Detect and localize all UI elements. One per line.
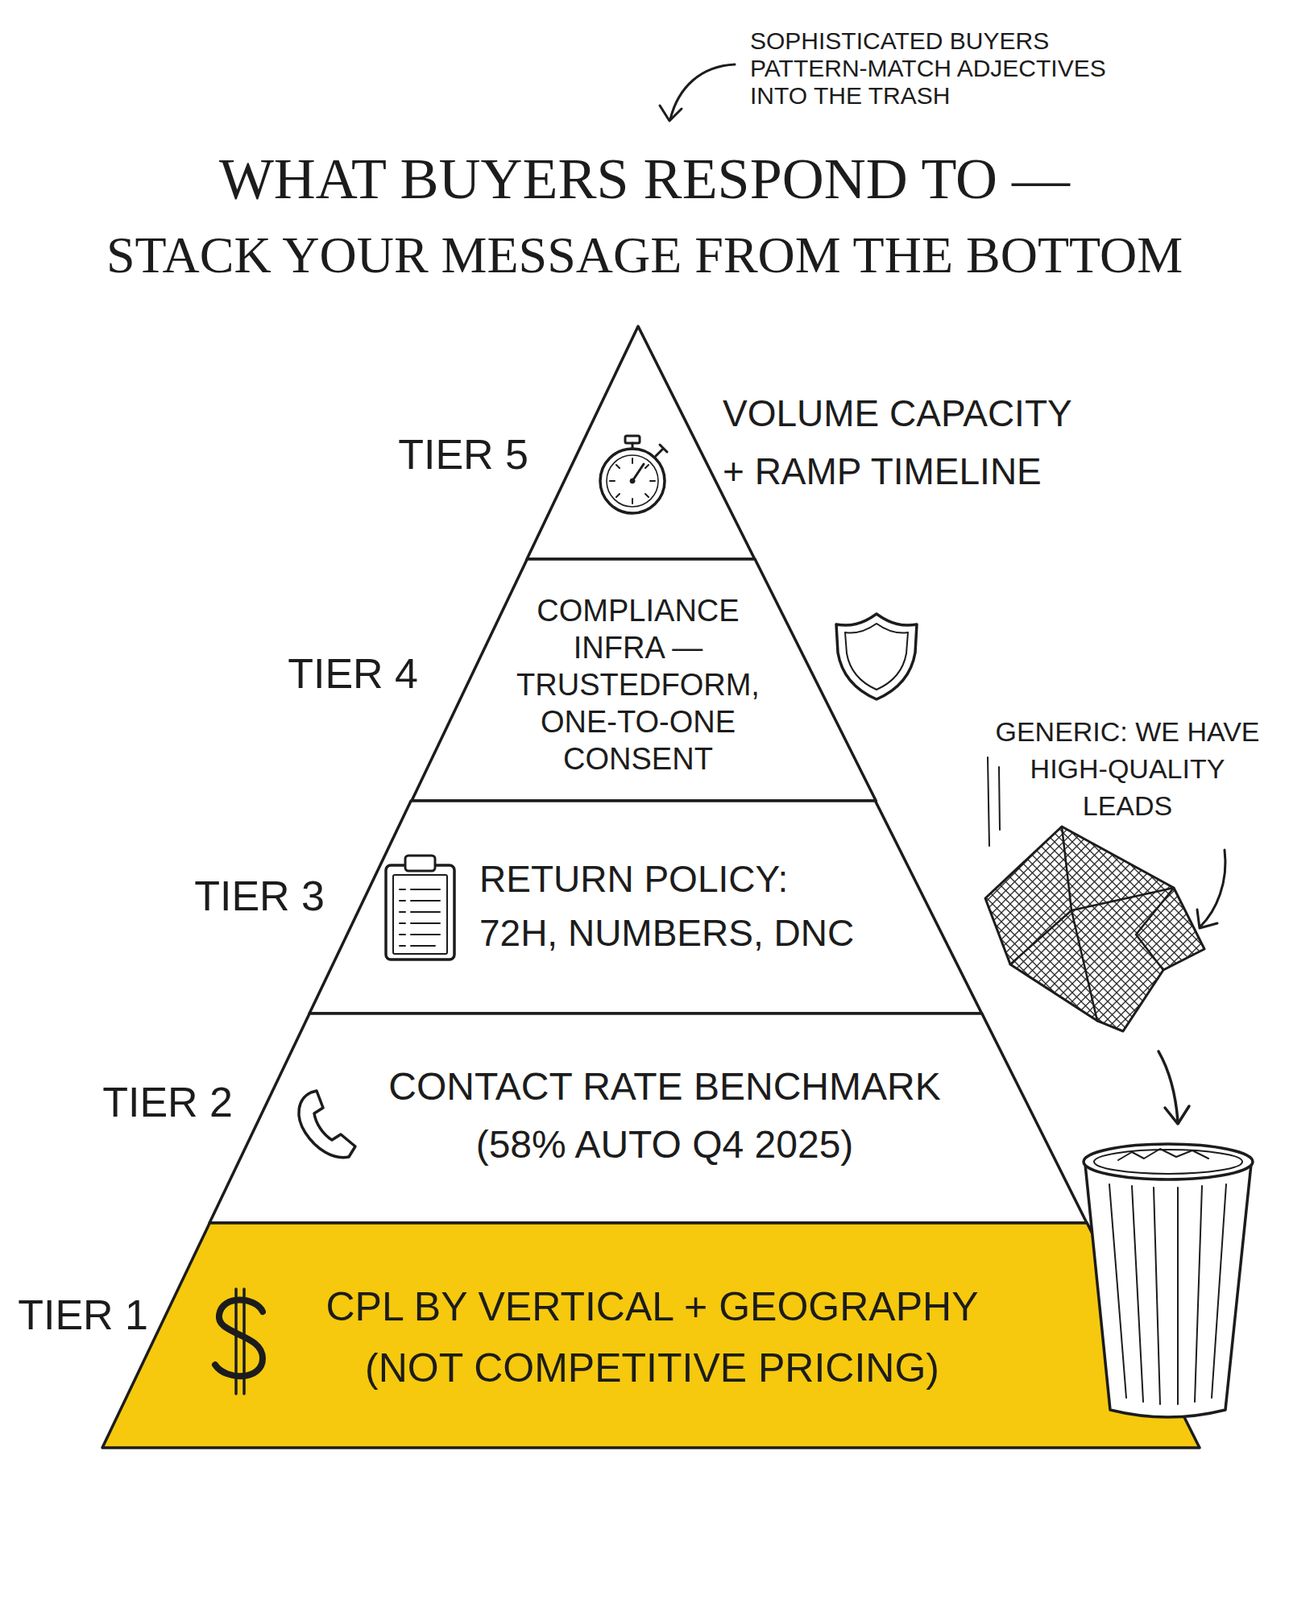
callout-note: GENERIC: WE HAVE HIGH-QUALITY LEADS: [987, 712, 1268, 825]
tier-description: CPL BY VERTICAL + GEOGRAPHY (NOT COMPETI…: [299, 1276, 1005, 1399]
note-arrow: [659, 64, 735, 121]
crumpled-paper: [985, 826, 1205, 1032]
band-shape: [411, 559, 876, 801]
tier-description: COMPLIANCE INFRA — TRUSTEDFORM, ONE-TO-O…: [503, 592, 773, 778]
diagram-title: WHAT BUYERS RESPOND TO —: [80, 145, 1209, 213]
tier-label: TIER 5: [319, 429, 529, 480]
band-outline: [526, 326, 755, 560]
annotation-note: SOPHISTICATED BUYERS PATTERN-MATCH ADJEC…: [750, 27, 1118, 110]
tier-label: TIER 4: [208, 648, 419, 699]
tier-description: RETURN POLICY: 72H, NUMBERS, DNC: [479, 852, 871, 961]
subtitle: STACK YOUR MESSAGE FROM THE BOTTOM: [48, 224, 1241, 286]
tier-band: TIER 3RETURN POLICY: 72H, NUMBERS, DNC: [309, 800, 983, 1014]
shield-icon: [836, 613, 917, 700]
band-shape: [102, 1222, 1200, 1448]
tier-description: VOLUME CAPACITY + RAMP TIMELINE: [722, 384, 1102, 501]
tier-band: TIER 4COMPLIANCE INFRA — TRUSTEDFORM, ON…: [411, 559, 876, 801]
band-outline: [309, 800, 983, 1014]
band-outline: [102, 1222, 1200, 1448]
band-shape: [309, 800, 983, 1014]
callout-arrow: [1197, 849, 1226, 929]
tier-band: TIER 2CONTACT RATE BENCHMARK (58% AUTO Q…: [209, 1013, 1087, 1223]
motion-lines: [987, 757, 1000, 846]
tier-label: TIER 2: [23, 1077, 233, 1128]
tier-description: CONTACT RATE BENCHMARK (58% AUTO Q4 2025…: [364, 1057, 965, 1174]
band-outline: [209, 1013, 1087, 1223]
tier-band: TIER 5VOLUME CAPACITY + RAMP TIMELINE: [526, 326, 755, 560]
band-shape: [526, 326, 755, 560]
toss-arrow: [1158, 1051, 1190, 1124]
tier-label: TIER 1: [0, 1289, 149, 1340]
tier-label: TIER 3: [115, 870, 325, 921]
band-shape: [209, 1013, 1087, 1223]
tier-band: TIER 1CPL BY VERTICAL + GEOGRAPHY (NOT C…: [102, 1222, 1200, 1448]
